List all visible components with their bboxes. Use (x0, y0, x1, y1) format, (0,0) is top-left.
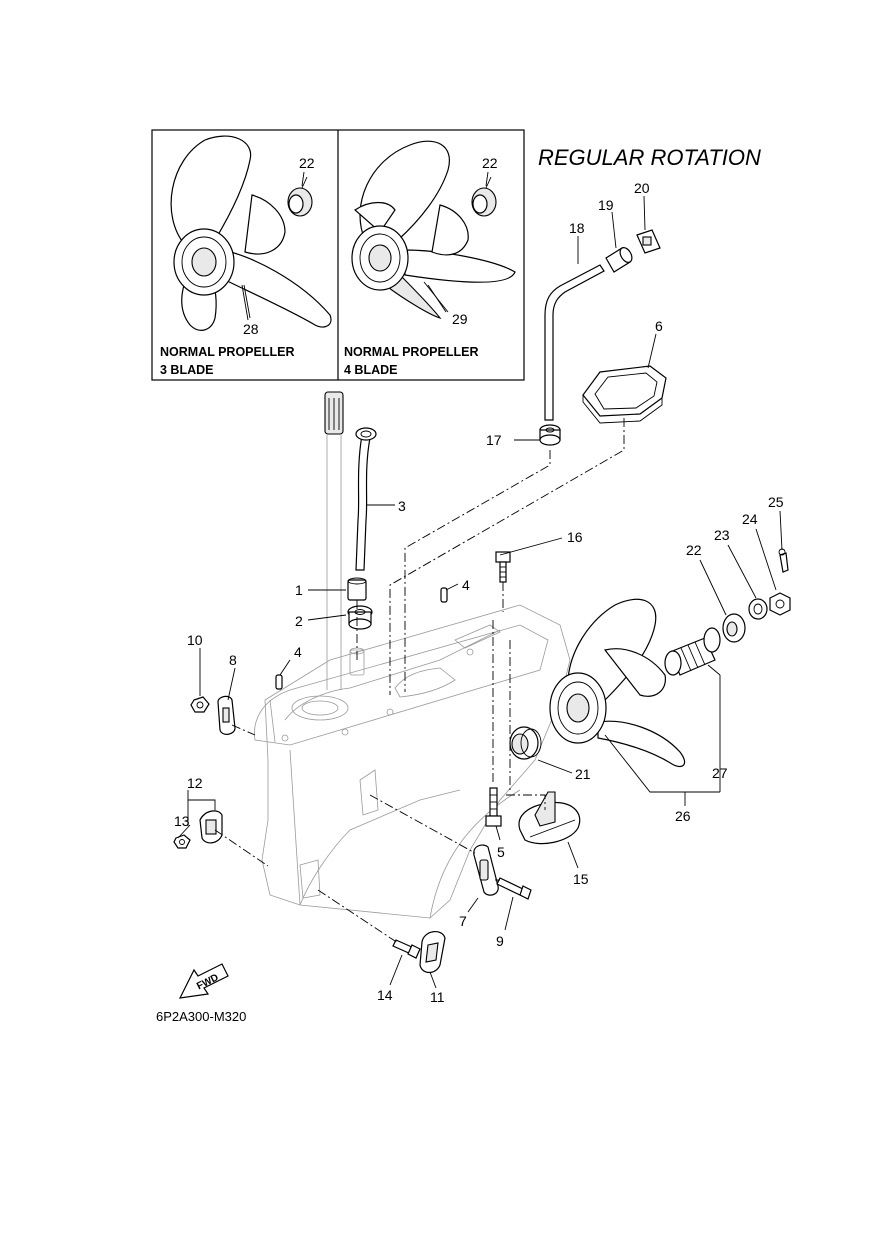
callout-14: 14 (377, 987, 393, 1003)
clip-8 (217, 695, 236, 735)
callout-27: 27 (712, 765, 728, 781)
bolt-9 (496, 877, 532, 900)
grommet-17 (539, 424, 561, 446)
clip-20 (636, 229, 661, 254)
anode-7 (473, 844, 499, 896)
forward-direction-icon (178, 963, 229, 999)
callout-22: 22 (686, 542, 702, 558)
prop-nut-icon-inset2 (471, 171, 497, 217)
lower-case-housing (254, 604, 571, 919)
callout-21: 21 (575, 766, 591, 782)
diagram-title: REGULAR ROTATION (538, 145, 761, 170)
four-blade-propeller-icon (351, 140, 516, 320)
washer-23 (748, 598, 768, 620)
callout-24: 24 (742, 511, 758, 527)
clip-12 (199, 810, 223, 844)
gasket-6 (582, 365, 667, 424)
callout-12: 12 (187, 775, 203, 791)
callout-17: 17 (486, 432, 502, 448)
inset1-label-line2: 3 BLADE (160, 363, 213, 377)
callout-23: 23 (714, 527, 730, 543)
dowel-pin-4a (440, 587, 448, 603)
drive-shaft (324, 391, 344, 690)
callout-22-inset1: 22 (299, 155, 315, 171)
callout-16: 16 (567, 529, 583, 545)
callout-19: 19 (598, 197, 614, 213)
nut-10 (190, 696, 210, 713)
callout-2: 2 (295, 613, 303, 629)
cotter-pin-25 (778, 548, 789, 573)
three-blade-propeller-icon (170, 135, 332, 331)
inset2-label-line1: NORMAL PROPELLER (344, 345, 479, 359)
callout-15: 15 (573, 871, 589, 887)
nut-24 (769, 592, 791, 616)
callout-10: 10 (187, 632, 203, 648)
callout-5: 5 (497, 844, 505, 860)
nut-13 (173, 834, 191, 849)
tube-18 (544, 264, 605, 421)
bolt-16 (495, 551, 511, 612)
bolt-14 (392, 939, 421, 959)
spacer-27 (664, 627, 721, 676)
diagram-code: 6P2A300-M320 (156, 1009, 246, 1024)
inset2-label-line2: 4 BLADE (344, 363, 397, 377)
anode-15 (518, 791, 581, 845)
leader-lines (177, 176, 783, 989)
bolt-5 (485, 620, 502, 827)
callout-29: 29 (452, 311, 468, 327)
callout-8: 8 (229, 652, 237, 668)
callout-3: 3 (398, 498, 406, 514)
bushing-1 (347, 577, 367, 601)
callout-13: 13 (174, 813, 190, 829)
sleeve-19 (605, 247, 633, 273)
callout-28: 28 (243, 321, 259, 337)
callout-9: 9 (496, 933, 504, 949)
callout-11: 11 (430, 989, 445, 1005)
anode-11 (419, 931, 446, 974)
callout-7: 7 (459, 913, 467, 929)
callout-18: 18 (569, 220, 585, 236)
callout-22-inset2: 22 (482, 155, 498, 171)
callout-20: 20 (634, 180, 650, 196)
propeller-26 (549, 598, 686, 768)
callout-1: 1 (295, 582, 303, 598)
callout-26: 26 (675, 808, 691, 824)
prop-nut-icon-inset1 (287, 171, 313, 217)
grommet-2 (347, 605, 373, 630)
propeller-inset-panel (151, 129, 525, 381)
seal-21 (509, 726, 542, 760)
callout-4a: 4 (462, 577, 470, 593)
dowel-pin-4b (275, 674, 283, 690)
washer-22 (722, 613, 746, 643)
callout-4b: 4 (294, 644, 302, 660)
callout-25: 25 (768, 494, 784, 510)
inset1-label-line1: NORMAL PROPELLER (160, 345, 295, 359)
water-tube-3 (355, 427, 377, 571)
callout-6: 6 (655, 318, 663, 334)
